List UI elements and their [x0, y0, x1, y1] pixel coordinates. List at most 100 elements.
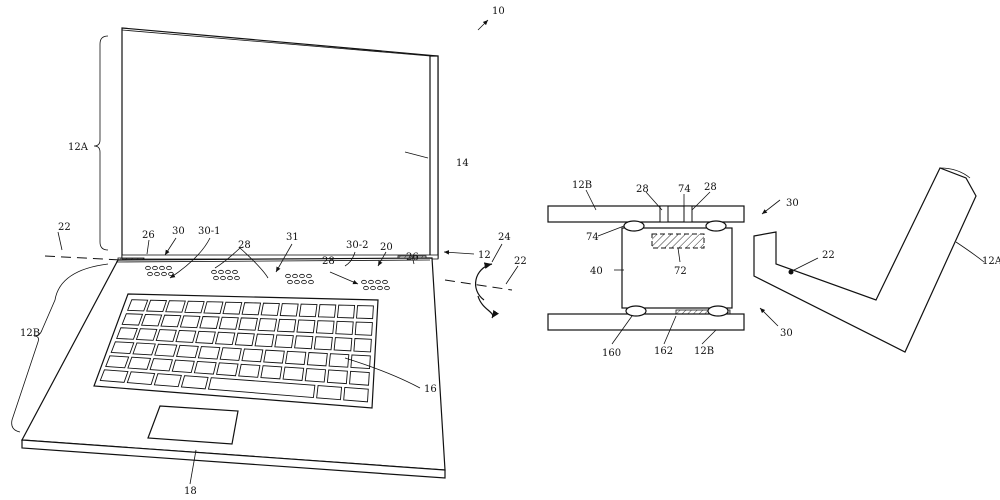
label-trackpad: 18	[184, 486, 197, 497]
key	[203, 301, 224, 314]
speaker-hole	[232, 269, 238, 275]
bottom-wall	[547, 313, 745, 331]
key	[155, 329, 177, 342]
speaker-hole	[147, 271, 153, 277]
detail-label-speaker-top: 30	[786, 198, 799, 209]
key	[176, 344, 199, 359]
hinge-axis-line	[44, 255, 123, 261]
key	[127, 356, 152, 370]
key	[179, 315, 201, 329]
top-wall	[547, 205, 745, 223]
key	[146, 299, 168, 313]
key	[154, 343, 178, 357]
key	[316, 385, 343, 401]
label-speaker-2: 30-2	[346, 240, 368, 251]
keyboard-keys	[99, 299, 374, 403]
key	[254, 333, 275, 348]
section-leader-lines	[585, 189, 985, 345]
key	[218, 316, 239, 330]
rotation-arrow	[475, 262, 493, 301]
speaker-hole	[361, 279, 367, 285]
key	[149, 358, 173, 372]
seal-top-left	[623, 220, 645, 232]
key	[274, 334, 294, 349]
speaker-hole	[375, 279, 381, 285]
key	[263, 349, 285, 364]
key	[216, 362, 239, 377]
key	[175, 329, 197, 343]
speaker-hole	[363, 285, 369, 291]
opening-right	[683, 205, 693, 223]
key	[140, 313, 163, 327]
speaker-hole	[220, 275, 226, 281]
bottom-seal	[675, 309, 731, 315]
key	[353, 338, 372, 353]
bracket-12a	[93, 35, 109, 251]
laptop-figure: 10 12A 14 22 26 30 30-1 28 31 30-2 20 28…	[11, 6, 527, 497]
speaker-hole	[306, 273, 312, 279]
key	[105, 355, 130, 369]
key	[294, 335, 314, 350]
speaker-hole	[308, 279, 314, 285]
key	[260, 302, 280, 316]
key	[214, 331, 236, 346]
key	[219, 347, 242, 361]
key	[336, 304, 356, 319]
label-hinge-region: 20	[380, 242, 393, 253]
key	[315, 320, 335, 335]
speaker-hole	[152, 265, 158, 271]
key	[335, 320, 354, 335]
key	[328, 353, 350, 368]
key	[234, 332, 255, 347]
seal-bottom-left	[625, 305, 647, 317]
speaker-hole	[299, 273, 305, 279]
key	[126, 299, 149, 312]
key	[279, 303, 299, 317]
label-openings-b: 28	[322, 256, 335, 267]
label-axis-right: 22	[514, 256, 527, 267]
detail-label-opening-left: 28	[636, 184, 649, 195]
detail-label-seal-left: 74	[586, 232, 599, 243]
detail-label-74-mid: 74	[678, 184, 691, 195]
label-keyboard: 16	[424, 384, 437, 395]
key	[260, 365, 283, 380]
key	[160, 314, 182, 328]
speaker-hole	[154, 271, 160, 277]
label-gap: 31	[286, 232, 299, 243]
bracket-12b	[11, 263, 109, 433]
key	[165, 300, 186, 313]
detail-label-upper-housing: 12A	[982, 256, 1000, 267]
label-device: 10	[492, 6, 505, 17]
label-speaker: 30	[172, 226, 185, 237]
cross-section-figure: 12B 28 74 28 30 74 40 72 22 12A 30 160 1…	[547, 167, 1000, 359]
seal-bottom-right	[707, 305, 729, 317]
key	[349, 370, 370, 386]
key	[282, 366, 305, 381]
speaker-hole	[145, 265, 151, 271]
opening-left	[659, 205, 669, 223]
key	[298, 303, 318, 318]
key	[285, 350, 307, 365]
speaker-hole	[301, 279, 307, 285]
speaker-hole	[159, 265, 165, 271]
detail-label-162: 162	[654, 346, 673, 357]
detail-label-speaker-body: 40	[590, 266, 603, 277]
key	[326, 369, 348, 385]
key	[180, 375, 209, 390]
key	[193, 360, 217, 375]
key	[350, 354, 371, 370]
key	[241, 348, 264, 363]
speaker-hole	[292, 273, 298, 279]
membrane	[651, 233, 705, 249]
key	[238, 363, 261, 378]
key	[110, 341, 135, 355]
label-axis-left: 22	[58, 222, 71, 233]
key	[317, 304, 337, 318]
key	[277, 318, 297, 333]
speaker-hole	[168, 271, 174, 277]
speaker-hole	[225, 269, 231, 275]
key	[116, 327, 138, 340]
key	[238, 317, 258, 331]
label-rotation: 24	[498, 232, 511, 243]
